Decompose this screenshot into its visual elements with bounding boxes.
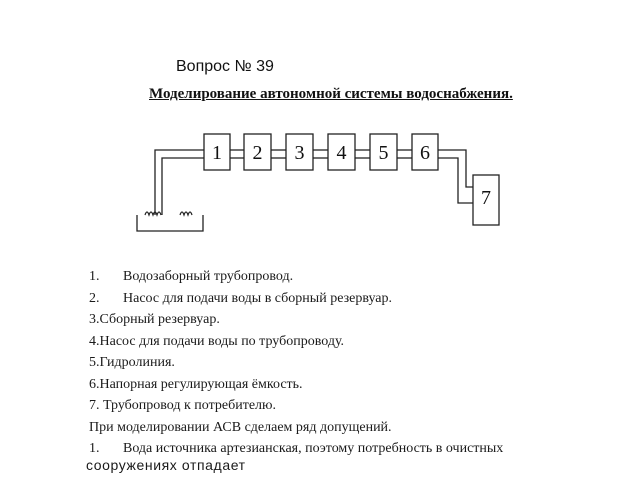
- box-4: [327, 133, 356, 171]
- box-6: [411, 133, 439, 171]
- box-2: [243, 133, 272, 171]
- assumption-continuation: сооружениях отпадает: [86, 457, 246, 473]
- outlet-pipe-inner: [438, 157, 473, 204]
- well-base: [136, 215, 204, 232]
- legend-item: 4.Насос для подачи воды по трубопроводу.: [89, 333, 345, 349]
- box-7-label: 7: [481, 187, 491, 209]
- assumptions-intro: При моделировании АСВ сделаем ряд допуще…: [89, 419, 392, 435]
- legend-item: 2.Насос для подачи воды в сборный резерв…: [89, 290, 392, 306]
- box-1: [203, 133, 231, 171]
- outlet-pipe-outer: [438, 149, 473, 188]
- legend-item: 6.Напорная регулирующая ёмкость.: [89, 376, 303, 392]
- legend-item: 7. Трубопровод к потребителю.: [89, 398, 277, 413]
- legend-item: 5.Гидролиния.: [89, 355, 175, 370]
- question-title: Вопрос № 39: [176, 58, 274, 75]
- box-7: [472, 174, 500, 226]
- box-connectors: [230, 149, 412, 159]
- box-4-label: 4: [337, 142, 347, 164]
- intake-pipe-inner: [161, 157, 204, 215]
- box-5-label: 5: [379, 142, 389, 164]
- intake-pipe-outer: [154, 149, 204, 215]
- box-2-label: 2: [253, 142, 263, 164]
- well-spiral-left: [144, 211, 162, 217]
- assumption-item: 1.Вода источника артезианская, поэтому п…: [89, 441, 504, 456]
- well-spiral-right: [179, 211, 193, 217]
- diagram-title: Моделирование автономной системы водосна…: [149, 86, 513, 102]
- box-5: [369, 133, 398, 171]
- box-6-label: 6: [420, 142, 430, 164]
- legend-item: 3.Сборный резервуар.: [89, 312, 220, 327]
- box-3-label: 3: [295, 142, 305, 164]
- box-1-label: 1: [212, 142, 222, 164]
- box-3: [285, 133, 314, 171]
- legend-text: 1.Водозаборный трубопровод. 2.Насос для …: [89, 266, 629, 460]
- legend-item: 1.Водозаборный трубопровод.: [89, 269, 294, 284]
